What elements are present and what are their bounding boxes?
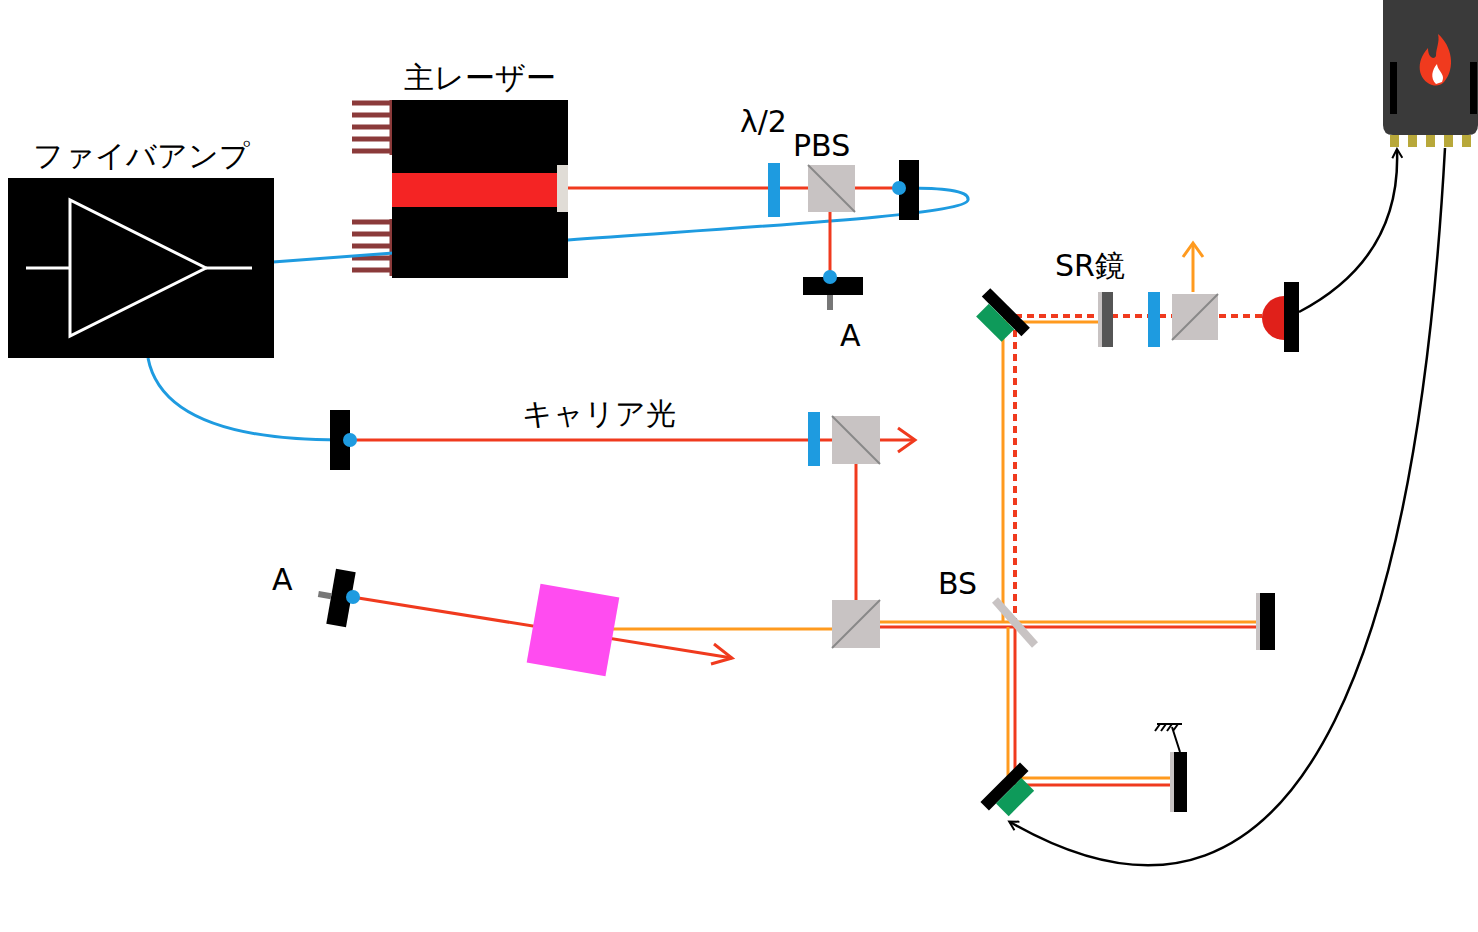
fiber	[148, 358, 340, 440]
part-label: キャリア光	[522, 396, 676, 432]
part-label: A	[272, 562, 293, 598]
output-window	[557, 165, 568, 212]
amplifier-symbol	[8, 178, 274, 358]
part-label: PBS	[793, 128, 850, 164]
device-label: 主レーザー	[404, 60, 556, 96]
fiber	[273, 188, 968, 262]
heat-sink	[352, 100, 394, 276]
device-body	[8, 178, 274, 358]
signal-wire	[1299, 150, 1397, 312]
controller	[1383, 0, 1478, 147]
laser-stripe	[392, 173, 557, 207]
device-label: ファイバアンプ	[33, 138, 250, 174]
main-laser: 主レーザー	[392, 100, 568, 278]
device-body	[392, 100, 568, 278]
part-label: BS	[938, 566, 977, 602]
fiber-amplifier: ファイバアンプ	[8, 178, 274, 358]
part-label: A	[840, 318, 861, 354]
signal-wire	[1010, 148, 1445, 865]
part-label: λ/2	[740, 104, 787, 140]
part-label: SR鏡	[1055, 248, 1125, 284]
